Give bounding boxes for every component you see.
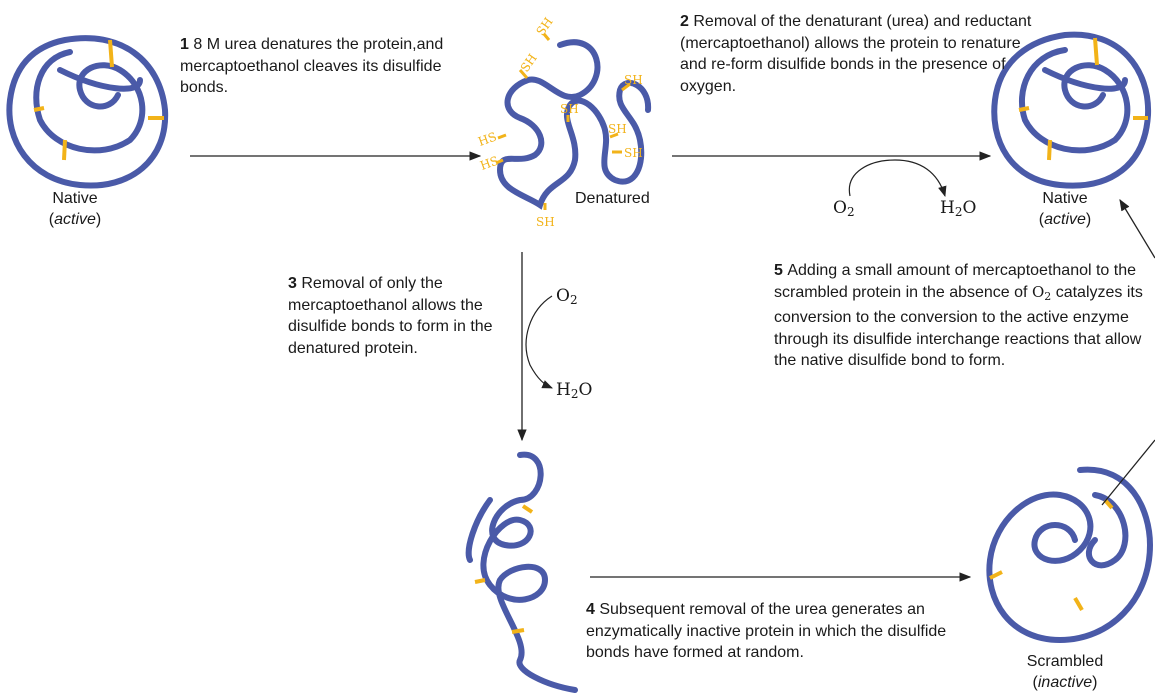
- o2-label-step-3: O2: [556, 286, 578, 307]
- sh-label: SH: [624, 73, 643, 87]
- step-3-text: 3 Removal of only the mercaptoethanol al…: [288, 273, 503, 359]
- o2-h2o-curve-step-2: [849, 160, 945, 196]
- sh-label: SH: [534, 15, 556, 38]
- scrambled-label: Scrambled (inactive): [1010, 651, 1120, 693]
- denatured-label: Denatured: [575, 188, 685, 209]
- sh-label: SH: [608, 122, 627, 136]
- arrow-step-5-upper: [1120, 200, 1155, 258]
- native-protein-left: [9, 38, 165, 185]
- step-2-text: 2 Removal of the denaturant (urea) and r…: [680, 11, 1040, 97]
- step-5-text: 5 Adding a small amount of mercaptoethan…: [774, 260, 1155, 372]
- native-right-label: Native (active): [1010, 188, 1120, 230]
- native-left-label: Native (active): [20, 188, 130, 230]
- sh-label: SH: [536, 215, 555, 229]
- o2-label-step-2: O2: [833, 198, 855, 219]
- scrambled-protein: [989, 470, 1150, 640]
- sh-label: HS: [476, 129, 498, 149]
- h2o-label-step-3: H2O: [556, 380, 592, 401]
- step-4-text: 4 Subsequent removal of the urea generat…: [586, 599, 966, 664]
- sh-label: SH: [624, 146, 643, 160]
- random-bonded-protein: [469, 455, 575, 690]
- step-1-text: 1 8 M urea denatures the protein,and mer…: [180, 34, 480, 99]
- o2-h2o-curve-step-3: [526, 296, 552, 388]
- h2o-label-step-2: H2O: [940, 198, 976, 219]
- sh-label: SH: [560, 102, 579, 116]
